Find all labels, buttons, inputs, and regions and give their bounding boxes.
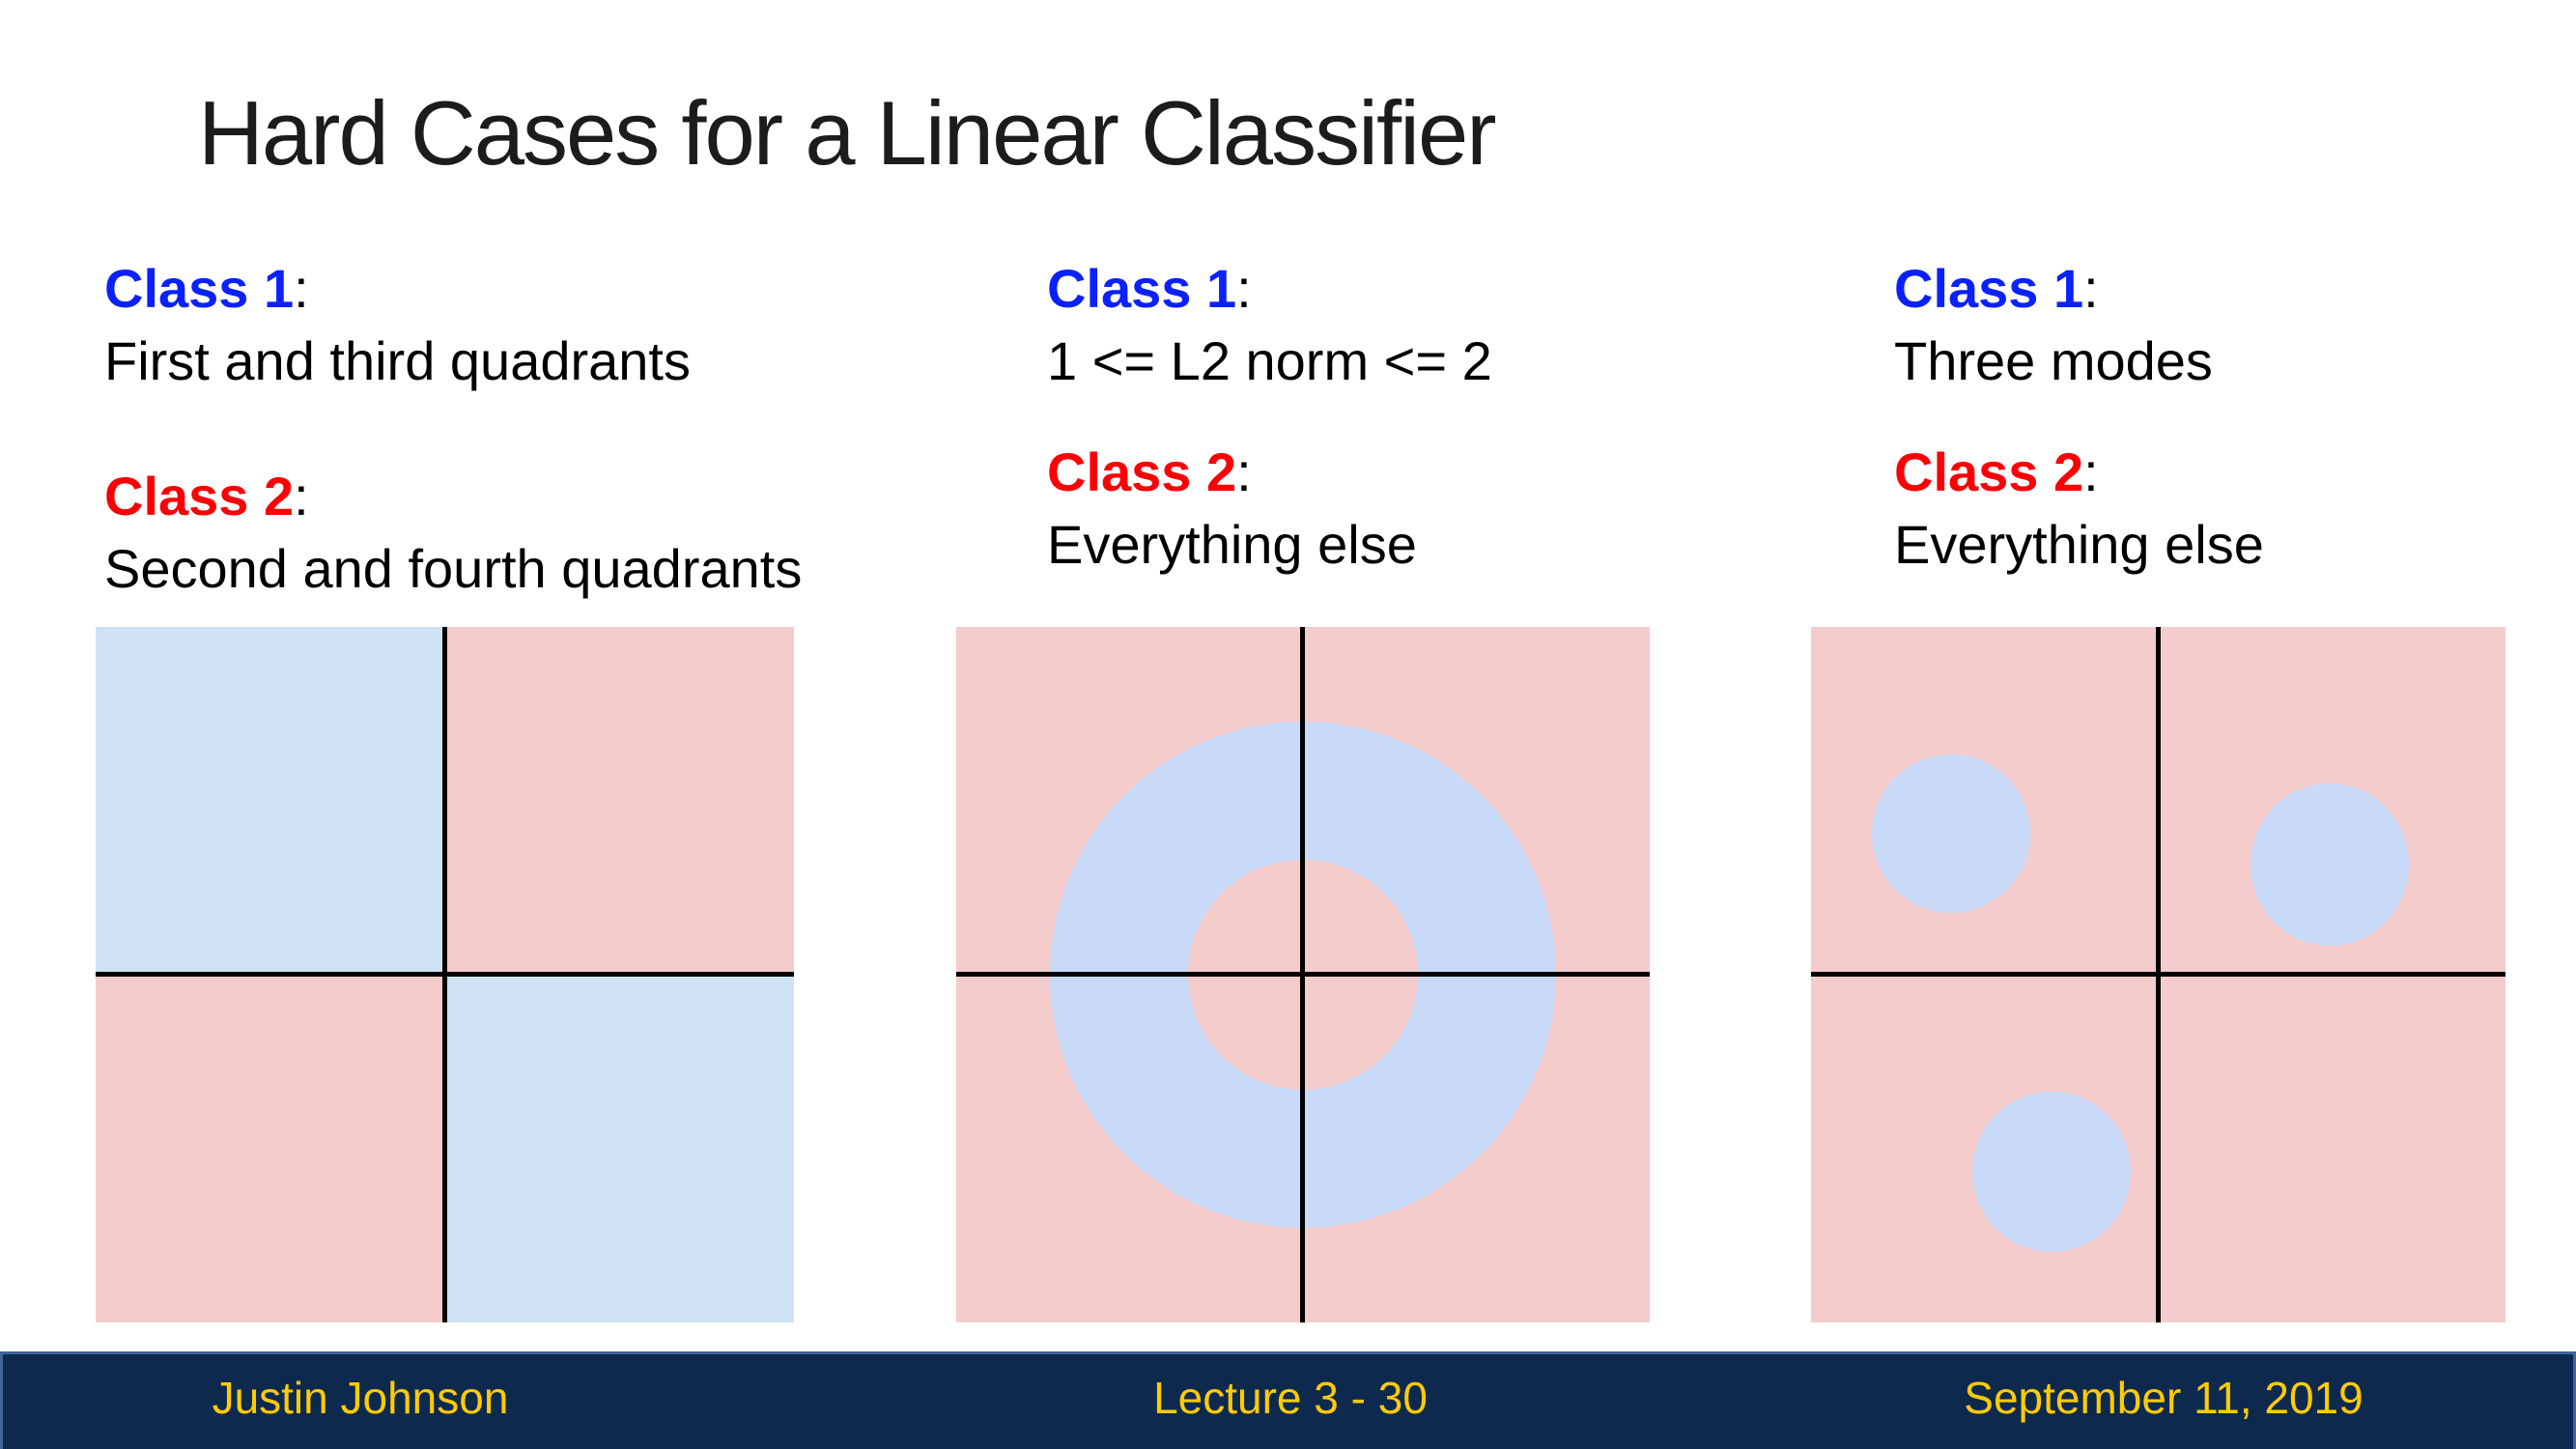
column-quadrants-text: Class 1: First and third quadrants Class… [104,252,802,605]
footer-bar: Justin Johnson Lecture 3 - 30 September … [0,1351,2576,1449]
class1-heading: Class 1: [104,252,802,325]
y-axis [441,627,447,1322]
class2-description: Everything else [1894,514,2264,575]
quadrant-third-pink [96,975,445,1322]
l2norm-plot [956,627,1650,1322]
quadrant-fourth-blue [444,975,794,1322]
quadrant-second-blue [96,627,445,975]
class2-description: Everything else [1047,514,1417,575]
class2-label: Class 2 [1047,441,1237,502]
y-axis [1300,627,1305,1322]
footer-author: Justin Johnson [212,1373,509,1424]
class2-label: Class 2 [1894,441,2084,502]
class2-label: Class 2 [104,466,295,526]
colon: : [1236,258,1252,319]
mode-circle-bottom-left [1972,1092,2131,1252]
class1-description: 1 <= L2 norm <= 2 [1047,330,1492,391]
quadrants-plot [96,627,794,1322]
footer-lecture-number: Lecture 3 - 30 [1153,1373,1428,1424]
class2-heading: Class 2: [1894,436,2264,508]
class2-description: Second and fourth quadrants [104,538,803,599]
class1-description: Three modes [1894,330,2213,391]
class1-heading: Class 1: [1047,252,1492,325]
column-l2norm-text: Class 1: 1 <= L2 norm <= 2 Class 2: Ever… [1047,252,1492,581]
class1-heading: Class 1: [1894,252,2264,325]
class2-heading: Class 2: [1047,436,1492,508]
colon: : [294,466,309,526]
class1-label: Class 1 [1047,258,1237,319]
slide-title: Hard Cases for a Linear Classifier [198,82,1497,184]
colon: : [294,258,309,319]
quadrant-first-pink [444,627,794,975]
class1-label: Class 1 [104,258,295,319]
colon: : [2083,258,2099,319]
y-axis [2155,627,2161,1322]
threemodes-plot [1811,627,2505,1322]
class1-label: Class 1 [1894,258,2084,319]
mode-circle-top-right [2250,783,2409,946]
class1-description: First and third quadrants [104,330,691,391]
colon: : [2083,441,2099,502]
footer-date: September 11, 2019 [1964,1373,2364,1424]
colon: : [1236,441,1252,502]
mode-circle-top-left [1872,754,2030,913]
column-threemodes-text: Class 1: Three modes Class 2: Everything… [1894,252,2264,581]
class2-heading: Class 2: [104,460,802,532]
